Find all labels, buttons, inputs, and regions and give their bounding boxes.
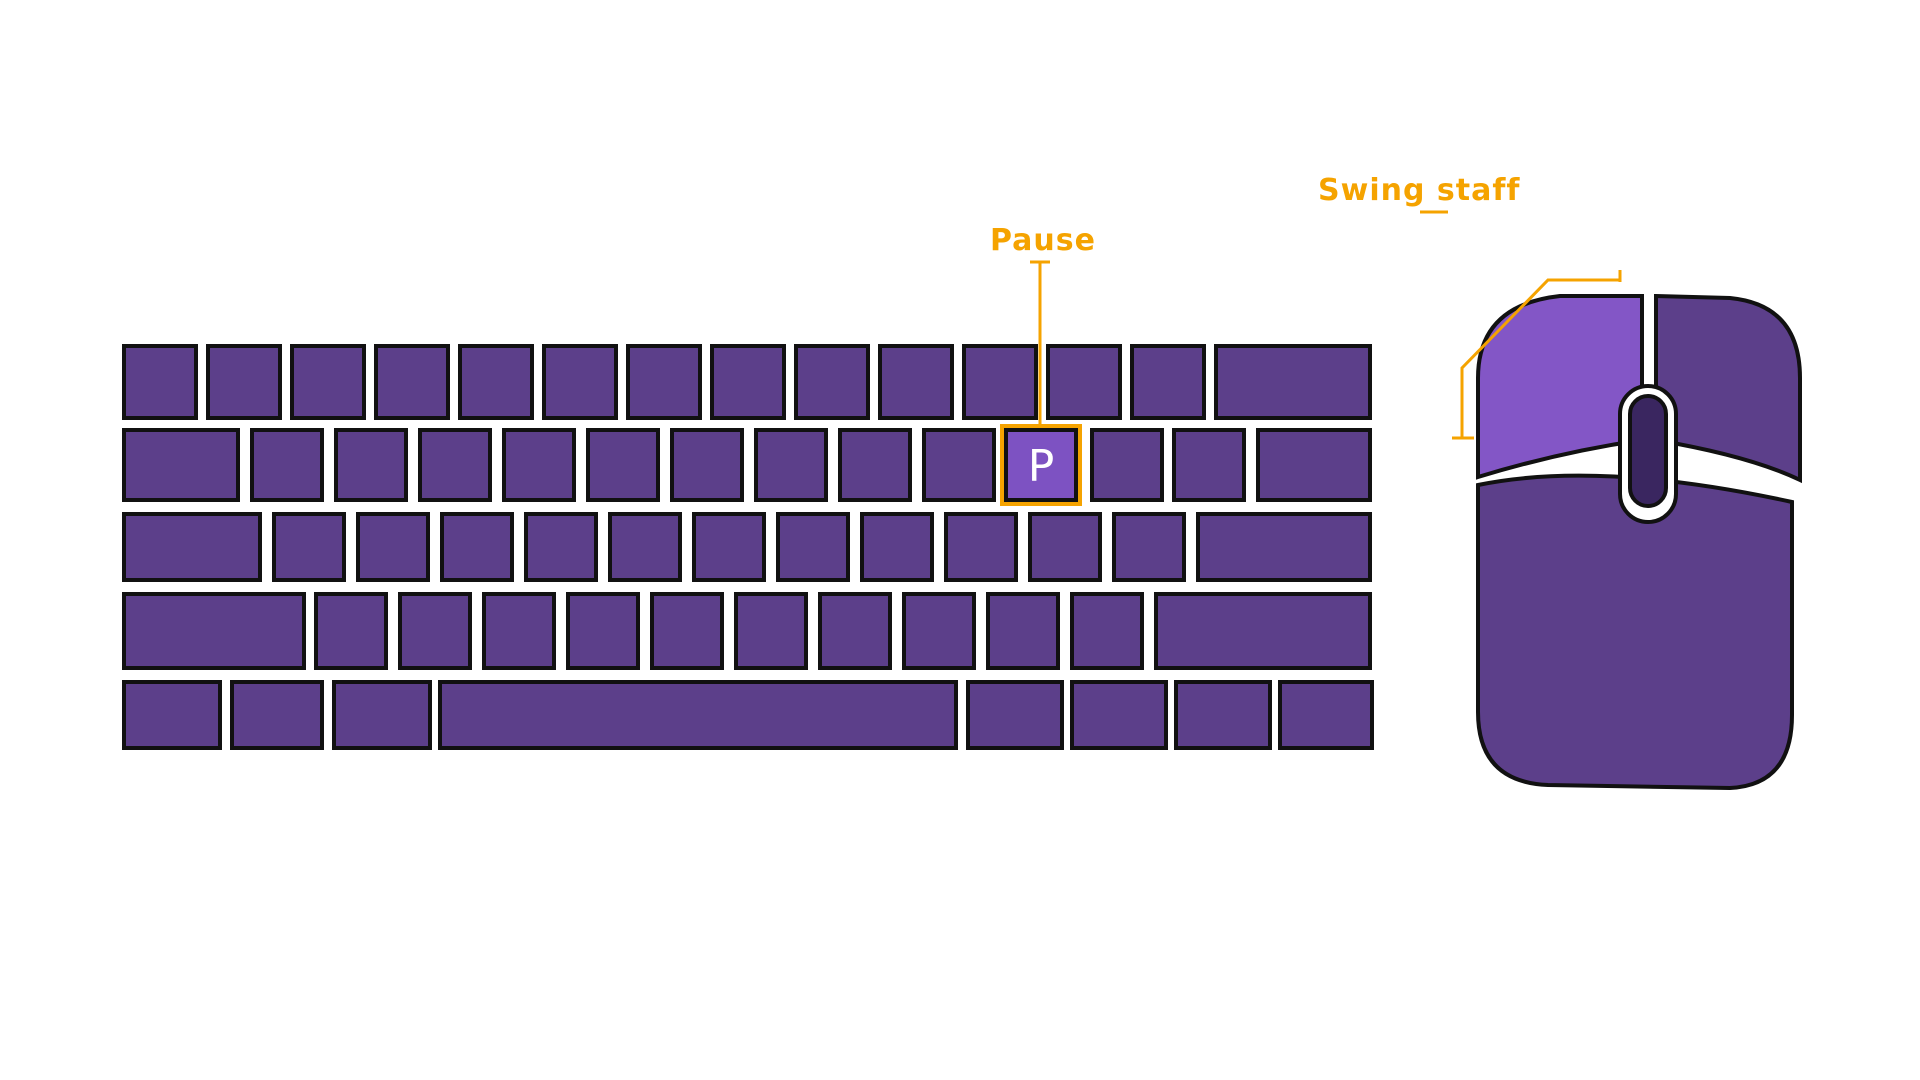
key [776, 512, 850, 582]
key [962, 344, 1038, 420]
key [122, 592, 306, 670]
mouse-body [1476, 473, 1794, 791]
key [272, 512, 346, 582]
key [902, 592, 976, 670]
key [1028, 512, 1102, 582]
key [1046, 344, 1122, 420]
callouts: Pause Swing staff [990, 173, 1622, 440]
key [314, 592, 388, 670]
key [838, 428, 912, 502]
key [502, 428, 576, 502]
key [332, 680, 432, 750]
key [1112, 512, 1186, 582]
key [440, 512, 514, 582]
key [356, 512, 430, 582]
key [754, 428, 828, 502]
key [458, 344, 534, 420]
swing-staff-bracket [1452, 270, 1622, 440]
key [290, 344, 366, 420]
key [1154, 592, 1372, 670]
key [878, 344, 954, 420]
key [670, 428, 744, 502]
keyboard: P [122, 344, 1374, 750]
key [206, 344, 282, 420]
swing-staff-callout: Swing staff [1318, 173, 1622, 440]
key [860, 512, 934, 582]
key [1214, 344, 1372, 420]
key [1090, 428, 1164, 502]
key [986, 592, 1060, 670]
key [586, 428, 660, 502]
key [334, 428, 408, 502]
pause-label: Pause [990, 223, 1096, 258]
scroll-wheel [1628, 394, 1668, 508]
key [1174, 680, 1272, 750]
key [230, 680, 324, 750]
key-p [1004, 428, 1078, 502]
key [734, 592, 808, 670]
key [1130, 344, 1206, 420]
key [1172, 428, 1246, 502]
key [1070, 592, 1144, 670]
key [650, 592, 724, 670]
key [122, 344, 198, 420]
key [818, 592, 892, 670]
key [250, 428, 324, 502]
key [944, 512, 1018, 582]
key-p-label: P [1028, 441, 1055, 492]
mouse [1476, 293, 1802, 791]
key [692, 512, 766, 582]
key [374, 344, 450, 420]
key [542, 344, 618, 420]
key [122, 512, 262, 582]
key [966, 680, 1064, 750]
key [566, 592, 640, 670]
key [438, 680, 958, 750]
key [626, 344, 702, 420]
key [794, 344, 870, 420]
key [1256, 428, 1372, 502]
mouse-left-button [1476, 294, 1644, 480]
key [398, 592, 472, 670]
key [1070, 680, 1168, 750]
key [1196, 512, 1372, 582]
key [482, 592, 556, 670]
key [122, 428, 240, 502]
key [524, 512, 598, 582]
mouse-right-button [1654, 293, 1802, 484]
key [608, 512, 682, 582]
key [418, 428, 492, 502]
key [710, 344, 786, 420]
key [1278, 680, 1374, 750]
key [122, 680, 222, 750]
swing-staff-label: Swing staff [1318, 173, 1520, 208]
key [922, 428, 996, 502]
pause-callout: Pause [990, 223, 1096, 428]
